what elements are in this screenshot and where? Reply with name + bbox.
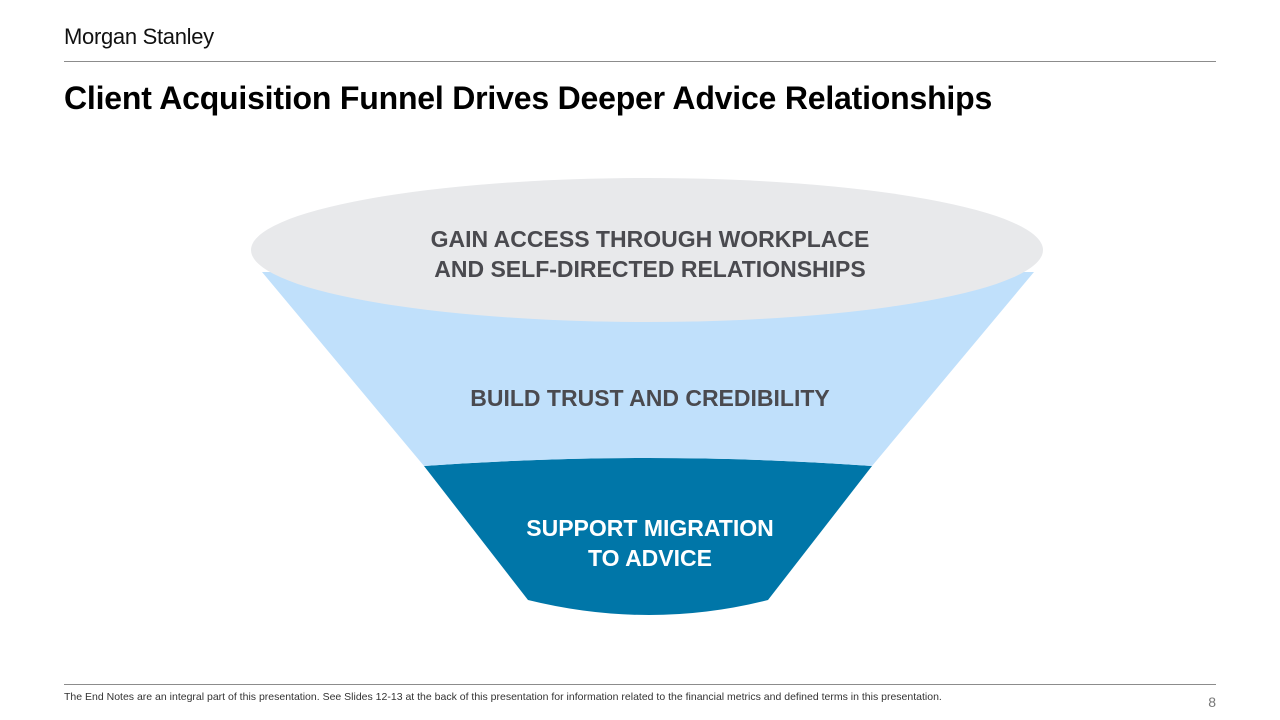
funnel-stage-top <box>251 178 1043 322</box>
morgan-stanley-logo: Morgan Stanley <box>64 24 214 49</box>
funnel-stage-bottom <box>424 458 872 615</box>
label-line: BUILD TRUST AND CREDIBILITY <box>470 385 830 411</box>
label-line: AND SELF-DIRECTED RELATIONSHIPS <box>434 256 866 282</box>
page-title: Client Acquisition Funnel Drives Deeper … <box>64 80 993 116</box>
label-line: GAIN ACCESS THROUGH WORKPLACE <box>430 226 870 252</box>
page-number: 8 <box>1208 694 1216 710</box>
funnel-label-build-trust: BUILD TRUST AND CREDIBILITY <box>350 383 950 413</box>
header-divider <box>64 61 1216 62</box>
funnel-stage-middle <box>262 272 1034 466</box>
footnote: The End Notes are an integral part of th… <box>64 691 942 703</box>
label-line: TO ADVICE <box>588 545 712 571</box>
label-line: SUPPORT MIGRATION <box>526 515 774 541</box>
funnel-label-gain-access: GAIN ACCESS THROUGH WORKPLACE AND SELF-D… <box>350 224 950 284</box>
footer-divider <box>64 684 1216 685</box>
funnel-label-support-migration: SUPPORT MIGRATION TO ADVICE <box>450 513 850 573</box>
